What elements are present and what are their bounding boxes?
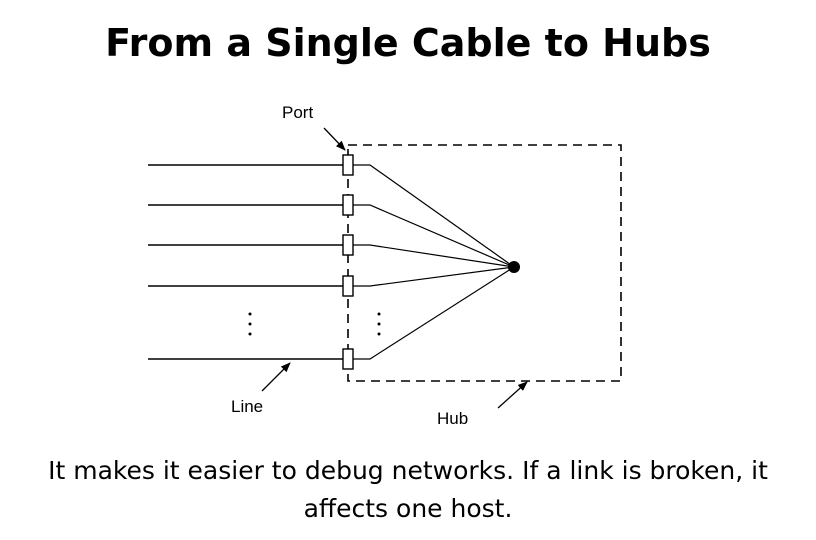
slide-caption: It makes it easier to debug networks. If… (48, 456, 768, 523)
hub-label: Hub (437, 409, 468, 428)
port-2 (342, 194, 354, 216)
port-4 (342, 275, 354, 297)
hub-box (347, 144, 622, 382)
hub-node (508, 261, 520, 273)
line-arrow (261, 362, 291, 392)
port-5 (342, 348, 354, 370)
port-arrow (323, 127, 346, 151)
slide-title: From a Single Cable to Hubs (105, 21, 711, 65)
ellipsis-dots (248, 312, 381, 336)
port-label: Port (282, 103, 313, 122)
hub-connections (353, 164, 515, 360)
lines (148, 164, 343, 360)
port-1 (342, 154, 354, 176)
hub-arrow (497, 381, 528, 409)
line-label: Line (231, 397, 263, 416)
port-3 (342, 234, 354, 256)
